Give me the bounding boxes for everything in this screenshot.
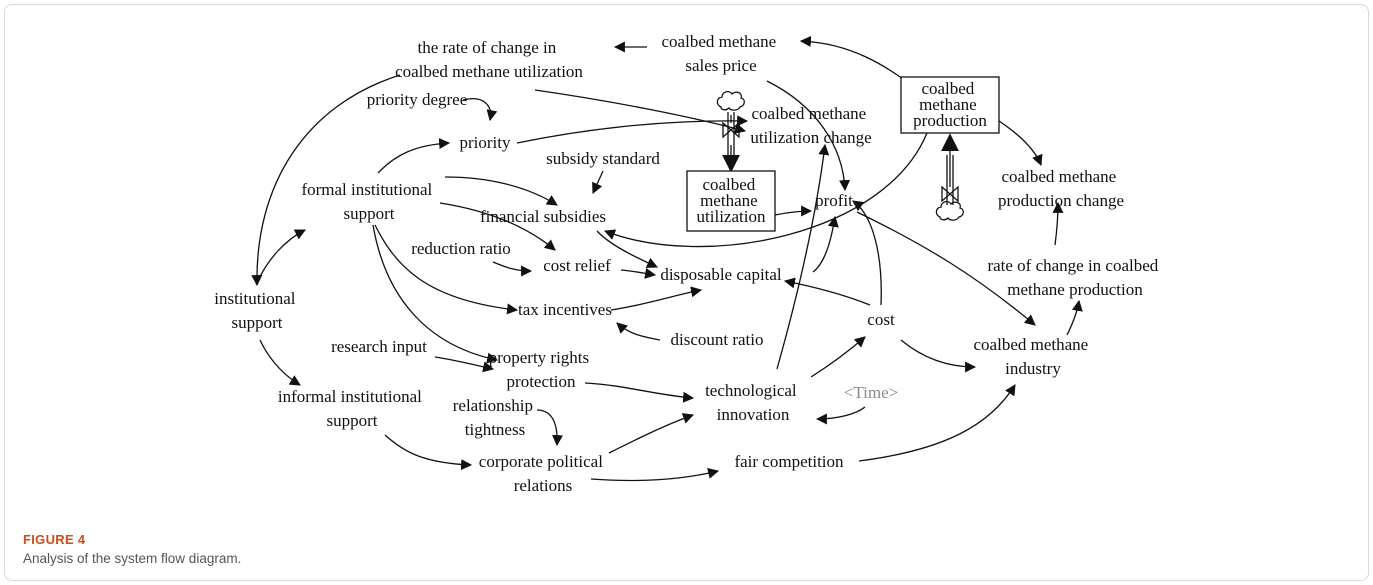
link-production-to-financial-subsidies [603,132,928,248]
node-priority: priority [460,133,511,152]
link-formal-to-cost-relief [439,202,556,251]
node-production-stock: coalbed methane production [913,79,987,130]
link-priority-to-utilization-change [516,115,749,144]
node-technological-innovation: technological innovation [705,381,801,424]
link-relationship-tightness-to-political-relations [536,409,563,447]
node-rate-change-production: rate of change in coalbed methane produc… [987,256,1162,299]
link-formal-to-financial-subsidies [444,176,558,206]
causal-links [251,35,1083,482]
node-property-rights: property rights protection [489,348,594,391]
link-formal-to-property-rights [372,224,499,364]
link-technological-innovation-to-cost [810,336,866,378]
node-tax-incentives: tax incentives [518,300,612,319]
node-political-relations: corporate political relations [479,452,607,495]
link-property-rights-to-technological-innovation [584,382,695,403]
figure-caption: Analysis of the system flow diagram. [23,551,242,566]
utilization-source-cloud [716,90,745,111]
link-discount-ratio-to-tax-incentives [616,322,661,341]
node-discount-ratio: discount ratio [670,330,763,349]
node-utilization-change: coalbed methane utilization change [750,104,871,147]
node-profit: profit [815,191,853,210]
link-rate-change-to-utilization-change [534,89,747,134]
node-reduction-ratio: reduction ratio [411,239,511,258]
link-formal-to-priority [377,138,451,174]
node-labels: the rate of change in coalbed methane ut… [214,32,1162,495]
link-rate-change-to-institutional-support [251,74,401,287]
node-time: <Time> [844,383,898,402]
node-disposable-capital: disposable capital [660,265,782,284]
link-cost-to-industry [900,339,977,373]
link-priority-degree-to-priority [462,98,498,122]
link-tax-incentives-to-disposable-capital [610,286,703,311]
node-cost: cost [867,310,895,329]
production-source-cloud [935,200,964,221]
node-industry: coalbed methane industry [974,335,1093,378]
node-relationship-tightness: relationship tightness [453,396,538,439]
link-subsidy-standard-to-financial-subsidies [592,170,604,195]
link-financial-subsidies-to-disposable-capital [596,230,659,268]
figure-panel: the rate of change in coalbed methane ut… [4,4,1369,581]
node-utilization-stock: coalbed methane utilization [697,175,766,226]
node-fair-competition: fair competition [734,452,844,471]
link-cost-to-disposable-capital [783,277,871,306]
link-technological-innovation-to-utilization-change [776,143,830,370]
link-political-relations-to-fair-competition [590,467,720,482]
stock-box-production [900,76,1000,134]
link-institutional-to-informal [259,339,301,386]
production-valve-icon [941,185,959,203]
link-formal-to-tax-incentives [374,224,519,315]
link-industry-to-rate-change-production [1066,299,1083,336]
node-informal-support: informal institutional support [278,387,426,430]
link-institutional-to-formal [256,229,306,284]
link-informal-to-political-relations [384,434,473,471]
link-sales-price-to-profit [766,80,851,192]
figure-label: FIGURE 4 [23,532,86,547]
utilization-valve-icon [722,121,740,139]
link-research-input-to-property-rights [434,356,495,373]
link-fair-competition-to-industry [858,384,1016,462]
node-production-change: coalbed methane production change [998,167,1124,210]
node-sales-price: coalbed methane sales price [662,32,781,75]
flow-pipes [716,90,964,221]
node-formal-support: formal institutional support [301,180,436,223]
link-rate-change-production-to-production-change [1052,201,1064,246]
system-flow-diagram: the rate of change in coalbed methane ut… [214,32,1162,495]
link-time-to-technological-innovation [815,406,866,425]
node-financial-subsidies: financial subsidies [480,207,606,226]
node-priority-degree: priority degree [367,90,468,109]
link-cost-to-profit [852,200,882,306]
link-utilization-stock-to-profit [774,205,813,217]
link-reduction-ratio-to-cost-relief [492,261,533,277]
node-subsidy-standard: subsidy standard [546,149,660,168]
link-disposable-capital-to-profit [812,215,839,273]
node-research-input: research input [331,337,427,356]
link-production-to-production-change [998,120,1043,167]
link-profit-to-industry [856,211,1036,326]
link-political-relations-to-technological-innovation [608,413,695,454]
node-institutional-support: institutional support [214,289,299,332]
node-cost-relief: cost relief [543,256,611,275]
stock-box-utilization [686,170,776,232]
link-cost-relief-to-disposable-capital [620,267,657,279]
node-rate-change-utilization: the rate of change in coalbed methane ut… [395,38,583,81]
